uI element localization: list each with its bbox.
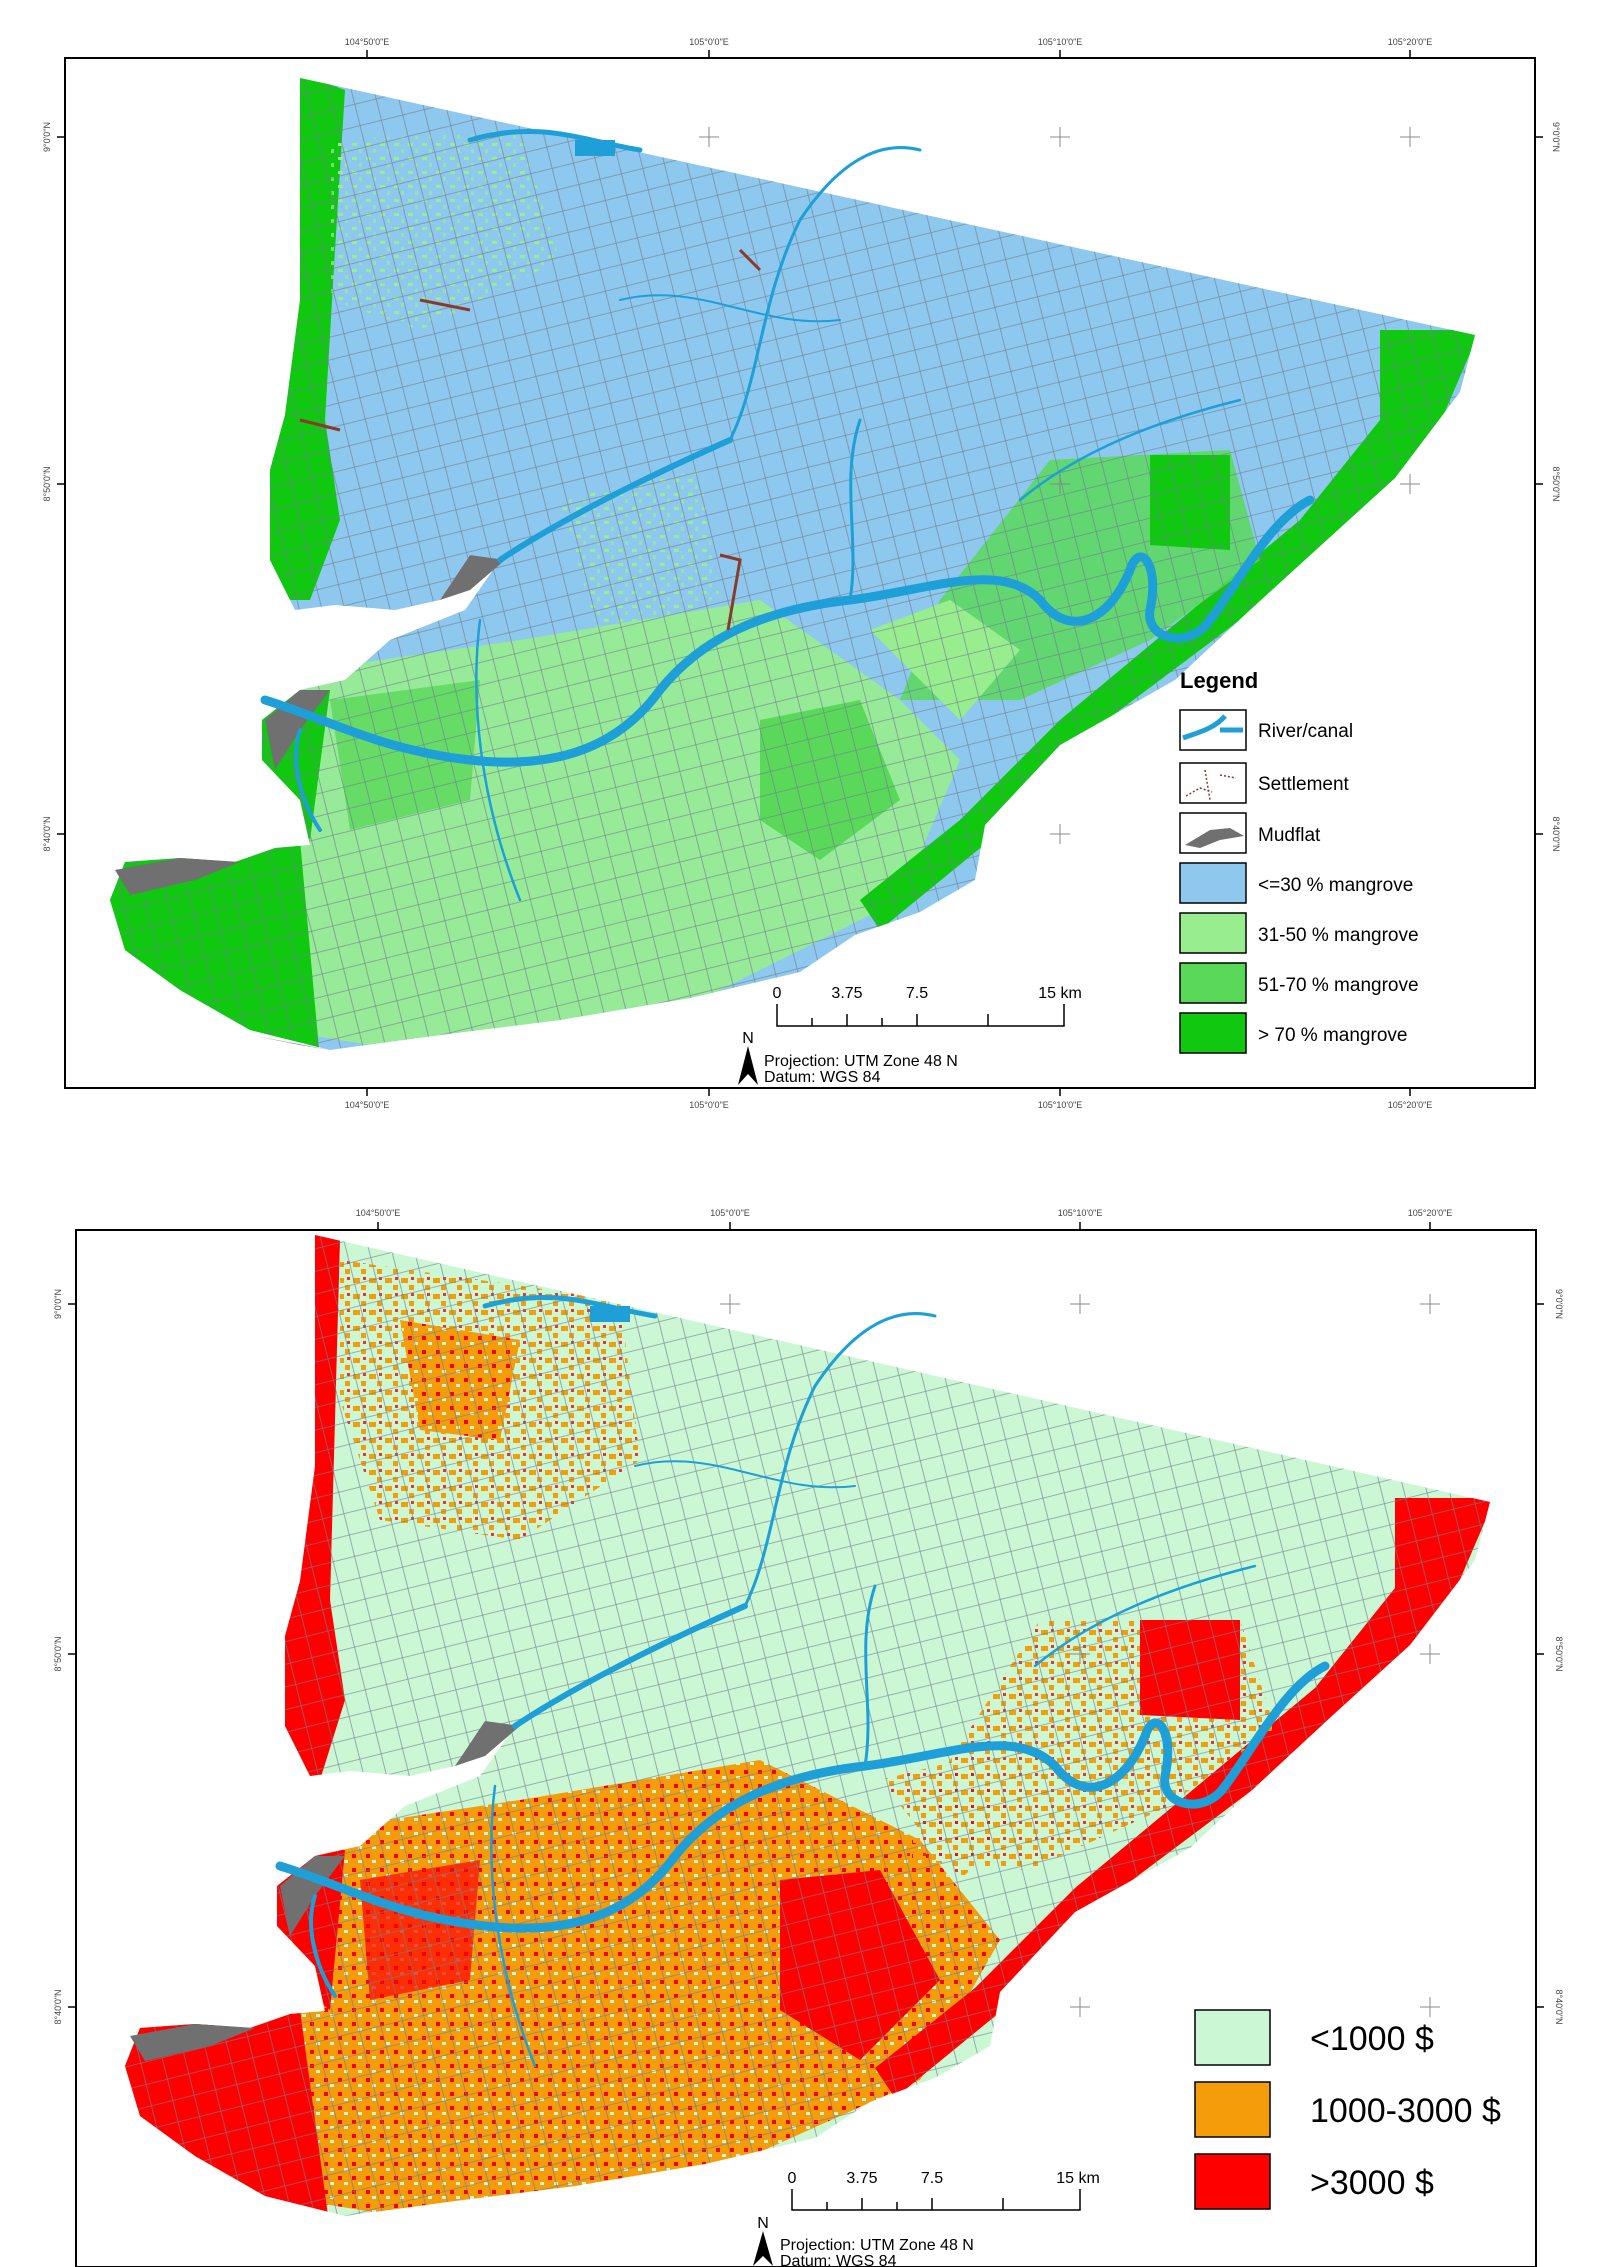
map-legend: Legend River/canal Settlement Mudflat <=… [1179,668,1419,1054]
lon-label: 105°20'0"E [1388,37,1433,47]
scale-bar: 0 3.75 7.5 15 km [788,2170,1100,2211]
legend-label: Settlement [1258,774,1350,795]
lat-label: 9°0'0"N [1554,1289,1564,1319]
lat-label: 8°50'0"N [53,1636,63,1671]
mangrove-map-canvas: 104°50'0"E 105°0'0"E 105°10'0"E 105°20'0… [42,37,1561,1110]
longitude-labels-top: 104°50'0"E 105°0'0"E 105°10'0"E 105°20'0… [345,37,1433,47]
lat-label: 8°50'0"N [1551,466,1561,501]
north-arrow: N [738,1030,758,1085]
lon-label: 105°20'0"E [1388,1100,1433,1110]
latitude-labels-left: 9°0'0"N 8°50'0"N 8°40'0"N [53,1289,63,2025]
legend-item-mangrove-over70: > 70 % mangrove [1179,1012,1407,1054]
projection-label: Projection: UTM Zone 48 N [780,2237,974,2254]
legend-label: <1000 $ [1310,2020,1434,2058]
graticule-crosses [699,127,1420,844]
legend-item-mudflat: Mudflat [1179,812,1321,854]
legend-label: >3000 $ [1310,2164,1434,2202]
lat-label: 9°0'0"N [1551,122,1561,152]
latitude-labels-left: 9°0'0"N 8°50'0"N 8°40'0"N [42,122,52,852]
legend-item-mangrove-70: 51-70 % mangrove [1179,962,1419,1004]
lon-label: 105°10'0"E [1038,1100,1083,1110]
scale-label: 0 [788,2170,797,2187]
lon-label: 104°50'0"E [345,37,390,47]
scale-label: 3.75 [846,2170,877,2187]
legend-label: River/canal [1258,721,1353,742]
north-arrow: N [753,2215,773,2266]
lon-label: 105°10'0"E [1038,37,1083,47]
legend-title: Legend [1180,668,1258,693]
mangrove-cover-map: 104°50'0"E 105°0'0"E 105°10'0"E 105°20'0… [0,0,1603,1120]
datum-label: Datum: WGS 84 [780,2253,897,2267]
lon-label: 104°50'0"E [345,1100,390,1110]
projection-label: Projection: UTM Zone 48 N [764,1053,958,1070]
scale-label: 15 km [1038,985,1082,1002]
legend-item-mangrove-50: 31-50 % mangrove [1179,912,1419,954]
legend-item-settlement: Settlement [1179,762,1350,804]
legend-item-1000-3000: 1000-3000 $ [1194,2081,1501,2138]
river-network [260,128,1315,902]
legend-item-river: River/canal [1179,709,1353,751]
north-label: N [757,2215,769,2232]
scale-label: 15 km [1056,2170,1100,2187]
graticule-crosses [720,1294,1440,2017]
scale-label: 7.5 [921,2170,943,2187]
lat-label: 8°40'0"N [53,1989,63,2024]
lat-label: 8°40'0"N [42,816,52,851]
lat-label: 9°0'0"N [53,1289,63,1319]
north-label: N [742,1030,754,1047]
legend-label: <=30 % mangrove [1258,875,1413,896]
legend-label: 51-70 % mangrove [1258,975,1419,996]
legend-label: 31-50 % mangrove [1258,925,1419,946]
lon-label: 105°0'0"E [689,1100,729,1110]
lat-label: 8°50'0"N [1554,1636,1564,1671]
lon-label: 105°0'0"E [689,37,729,47]
lat-label: 9°0'0"N [42,122,52,152]
legend-item-mangrove-30: <=30 % mangrove [1179,862,1413,904]
scale-label: 3.75 [831,985,862,1002]
legend-item-under-1000: <1000 $ [1194,2009,1434,2066]
latitude-labels-right: 9°0'0"N 8°50'0"N 8°40'0"N [1551,122,1561,852]
legend-item-over-3000: >3000 $ [1194,2153,1434,2210]
lon-label: 105°20'0"E [1408,1208,1453,1218]
income-legend: <1000 $ 1000-3000 $ >3000 $ [1194,2009,1501,2210]
river-network [275,1294,1330,2068]
lon-label: 104°50'0"E [356,1208,401,1218]
income-class-map: 104°50'0"E 105°0'0"E 105°10'0"E 105°20'0… [0,1180,1603,2267]
lon-label: 105°0'0"E [710,1208,750,1218]
lat-label: 8°40'0"N [1551,816,1561,851]
datum-label: Datum: WGS 84 [764,1069,881,1086]
lon-label: 105°10'0"E [1058,1208,1103,1218]
longitude-labels-bottom: 104°50'0"E 105°0'0"E 105°10'0"E 105°20'0… [345,1100,1433,1110]
income-map-canvas: 104°50'0"E 105°0'0"E 105°10'0"E 105°20'0… [53,1208,1564,2267]
frame-ticks [68,1222,1544,2008]
latitude-labels-right: 9°0'0"N 8°50'0"N 8°40'0"N [1554,1289,1564,2025]
frame-ticks [57,50,1543,1096]
scale-label: 0 [773,985,782,1002]
lat-label: 8°50'0"N [42,466,52,501]
scale-label: 7.5 [906,985,928,1002]
settlement-lines [299,248,762,631]
lat-label: 8°40'0"N [1554,1989,1564,2024]
legend-label: 1000-3000 $ [1310,2092,1501,2130]
longitude-labels-top: 104°50'0"E 105°0'0"E 105°10'0"E 105°20'0… [356,1208,1453,1218]
scale-bar: 0 3.75 7.5 15 km [773,985,1082,1027]
legend-label: Mudflat [1258,825,1321,846]
legend-label: > 70 % mangrove [1258,1025,1407,1046]
